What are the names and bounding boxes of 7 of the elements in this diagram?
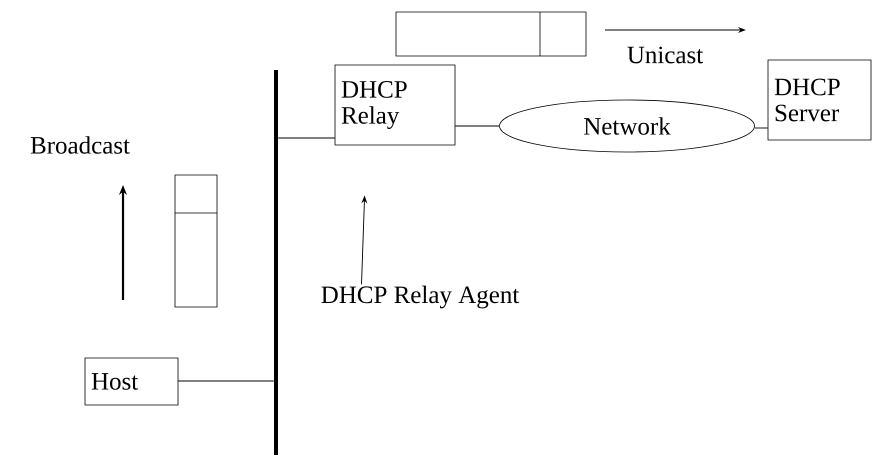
label-text: Broadcast <box>30 136 130 154</box>
label-text: Unicast <box>627 46 704 64</box>
connection-line <box>178 380 274 382</box>
device-box: DHCP Server <box>768 60 872 140</box>
device-box: DHCP Relay <box>334 64 456 146</box>
callout-text: DHCP Relay Agent <box>321 286 520 308</box>
device-box: Host <box>84 358 178 406</box>
